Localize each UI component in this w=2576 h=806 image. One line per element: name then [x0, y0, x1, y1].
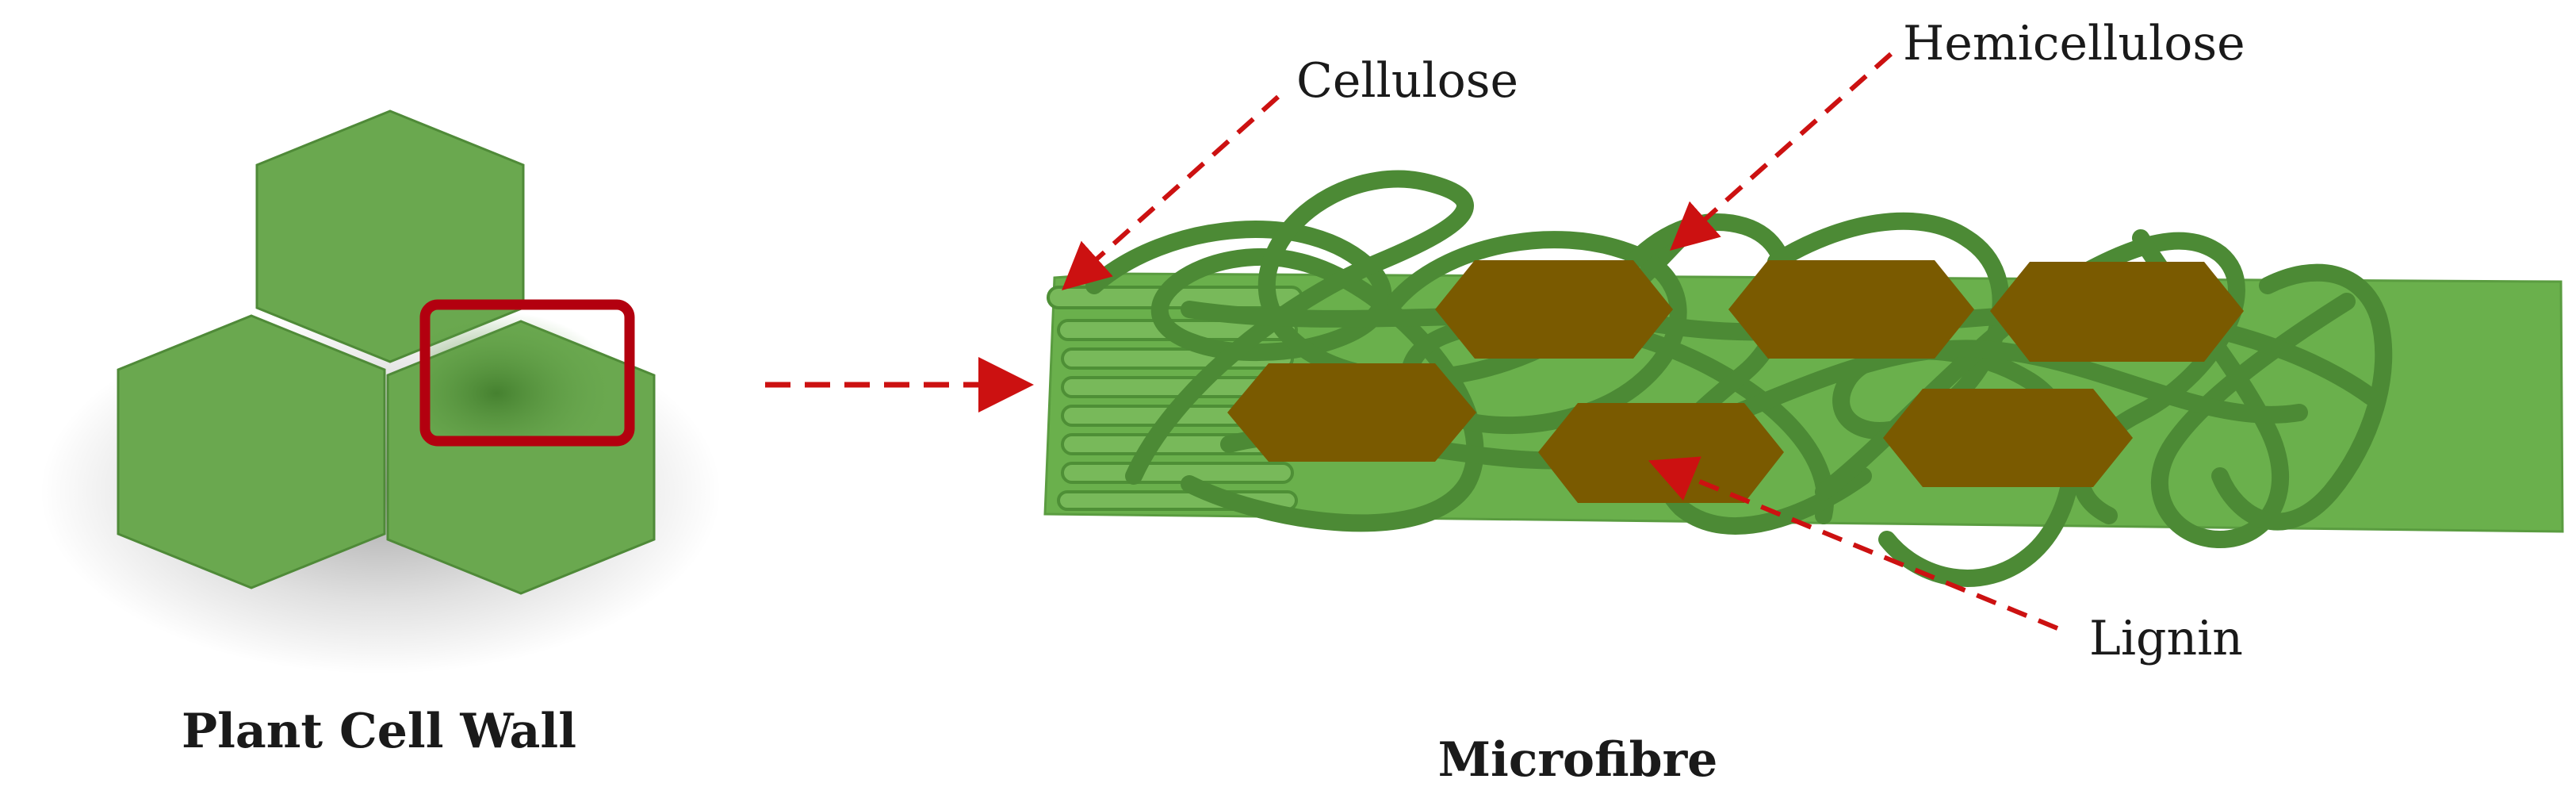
- plant-cell-wall-title: Plant Cell Wall: [182, 704, 576, 759]
- zoom-region-shade: [425, 305, 630, 441]
- lignin-hexagon: [1538, 403, 1784, 503]
- microfibre-group: [1043, 170, 2564, 587]
- lignin-blocks: [1227, 260, 2244, 503]
- hemicellulose-strand: [1625, 213, 1872, 535]
- hemicellulose-strand: [1125, 170, 1690, 485]
- hemicellulose-label: Hemicellulose: [1903, 16, 2245, 71]
- hemicellulose-strand: [1767, 212, 2080, 587]
- hemicellulose-arrow: [1670, 52, 1893, 251]
- strand: [1061, 462, 1294, 484]
- cellulose-strands: [1047, 286, 1303, 511]
- cell-hexagon-top: [255, 109, 525, 363]
- hemicellulose-strand: [2132, 229, 2356, 548]
- cellulose-label: Cellulose: [1296, 53, 1518, 109]
- lignin-hexagon: [1990, 262, 2244, 362]
- lignin-hexagon: [1728, 260, 1974, 359]
- plant-cell-wall-group: [40, 109, 722, 674]
- lignin-hexagon: [1227, 363, 1476, 462]
- cellulose-arrow: [1062, 94, 1280, 290]
- microfibre-title: Microfibre: [1438, 732, 1718, 788]
- hemicellulose-strand: [2211, 263, 2393, 531]
- lignin-label: Lignin: [2089, 611, 2243, 666]
- lignin-hexagon: [1883, 389, 2133, 487]
- hemicellulose-strands: [1085, 170, 2393, 587]
- zoom-selection-box: [419, 299, 635, 447]
- cell-hexagon-left: [117, 314, 386, 589]
- lignin-hexagon: [1435, 260, 1673, 359]
- hemicellulose-strand: [1085, 221, 1484, 532]
- lignin-arrow: [1648, 456, 2059, 631]
